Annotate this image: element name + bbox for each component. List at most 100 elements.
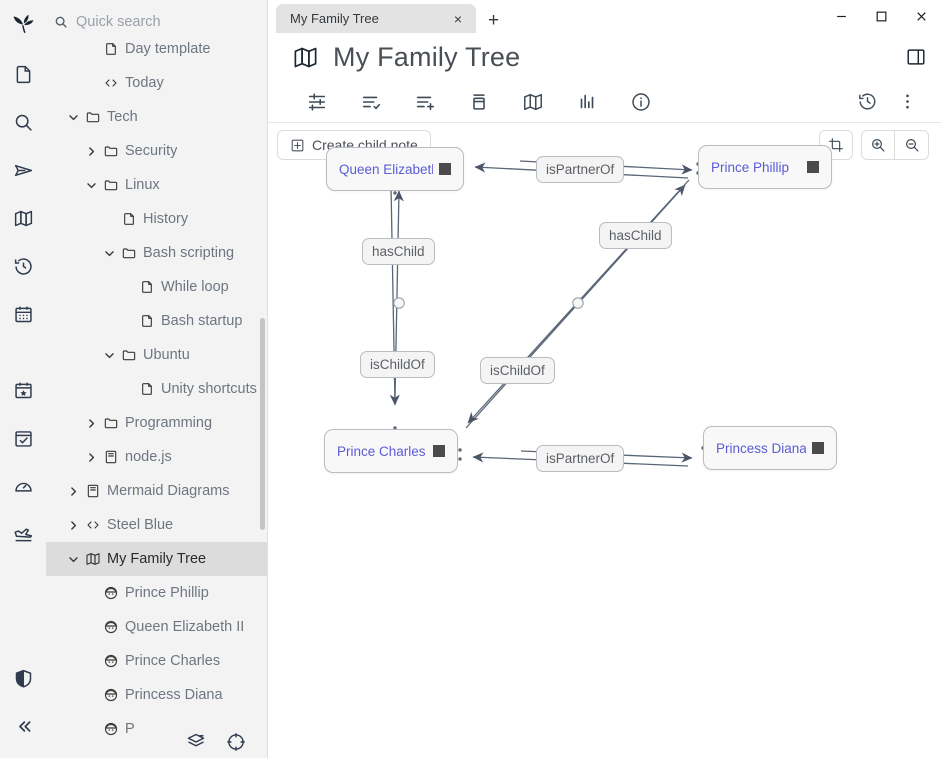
- sidebar-item-unity-shortcuts[interactable]: Unity shortcuts: [46, 372, 267, 406]
- close-icon[interactable]: [901, 0, 941, 33]
- sidebar-item-bash-startup[interactable]: Bash startup: [46, 304, 267, 338]
- person-icon: [100, 687, 122, 703]
- note-check-icon[interactable]: [344, 84, 398, 120]
- node-badge[interactable]: [439, 163, 451, 175]
- sidebar-item-mermaid-diagrams[interactable]: Mermaid Diagrams: [46, 474, 267, 508]
- chevron-down-icon[interactable]: [64, 553, 82, 566]
- archive-icon[interactable]: [452, 84, 506, 120]
- sidebar-item-label: Prince Phillip: [125, 585, 209, 601]
- edge-label[interactable]: isChildOf: [480, 357, 555, 384]
- target-icon[interactable]: [226, 732, 246, 752]
- sidebar-item-security[interactable]: Security: [46, 134, 267, 168]
- tab-bar: My Family Tree × +: [268, 0, 941, 33]
- sidebar-scrollbar[interactable]: [260, 318, 265, 530]
- gauge-icon[interactable]: [3, 462, 43, 510]
- sidebar-item-prince-charles[interactable]: Prince Charles: [46, 644, 267, 678]
- zoom-in-icon[interactable]: [861, 130, 895, 160]
- map-icon[interactable]: [506, 84, 560, 120]
- quick-search[interactable]: Quick search: [46, 0, 267, 44]
- sidebar-item-day-template[interactable]: Day template: [46, 32, 267, 66]
- node-badge[interactable]: [807, 161, 819, 173]
- edge-label[interactable]: isPartnerOf: [536, 156, 625, 183]
- note-icon: [136, 381, 158, 397]
- person-icon: [100, 653, 122, 669]
- sidebar-item-node-js[interactable]: node.js: [46, 440, 267, 474]
- page-title[interactable]: My Family Tree: [333, 41, 521, 72]
- note-icon[interactable]: [3, 50, 43, 98]
- maximize-icon[interactable]: [861, 0, 901, 33]
- map-icon[interactable]: [3, 194, 43, 242]
- graph-node-pd[interactable]: Princess Diana: [703, 426, 837, 470]
- edge-label[interactable]: isChildOf: [360, 351, 435, 378]
- chevron-right-icon[interactable]: [64, 519, 82, 532]
- sidebar-item-prince-phillip[interactable]: Prince Phillip: [46, 576, 267, 610]
- right-panel-icon[interactable]: [905, 46, 927, 68]
- tab-close-icon[interactable]: ×: [453, 10, 462, 27]
- collapse-icon[interactable]: [3, 702, 43, 750]
- settings-sliders-icon[interactable]: [290, 84, 344, 120]
- sidebar-item-steel-blue[interactable]: Steel Blue: [46, 508, 267, 542]
- calendar-star-icon[interactable]: [3, 366, 43, 414]
- tab-my-family-tree[interactable]: My Family Tree ×: [276, 4, 476, 33]
- chevron-down-icon[interactable]: [100, 349, 118, 362]
- chevron-right-icon[interactable]: [82, 417, 100, 430]
- sidebar-item-while-loop[interactable]: While loop: [46, 270, 267, 304]
- search-icon[interactable]: [3, 98, 43, 146]
- sidebar-item-princess-diana[interactable]: Princess Diana: [46, 678, 267, 712]
- sidebar-item-linux[interactable]: Linux: [46, 168, 267, 202]
- chevron-right-icon[interactable]: [82, 145, 100, 158]
- sidebar-item-ubuntu[interactable]: Ubuntu: [46, 338, 267, 372]
- send-icon[interactable]: [3, 146, 43, 194]
- info-icon[interactable]: [614, 84, 668, 120]
- task-icon[interactable]: [3, 414, 43, 462]
- edge-handle: [572, 297, 584, 309]
- sidebar-item-queen-elizabeth-ii[interactable]: Queen Elizabeth II: [46, 610, 267, 644]
- edge-label[interactable]: hasChild: [599, 222, 672, 249]
- chevron-down-icon[interactable]: [100, 247, 118, 260]
- new-tab-icon[interactable]: +: [488, 10, 500, 31]
- sidebar-item-label: Steel Blue: [107, 517, 174, 533]
- sidebar-item-programming[interactable]: Programming: [46, 406, 267, 440]
- graph-node-pp[interactable]: Prince Phillip: [698, 145, 832, 189]
- chevron-right-icon[interactable]: [82, 451, 100, 464]
- more-vertical-icon[interactable]: [887, 84, 927, 120]
- sidebar-item-p[interactable]: P: [46, 712, 267, 746]
- chevron-down-icon[interactable]: [82, 179, 100, 192]
- note-add-icon[interactable]: [398, 84, 452, 120]
- sidebar-item-history[interactable]: History: [46, 202, 267, 236]
- sidebar-item-label: Bash scripting: [143, 245, 235, 261]
- graph-node-pc[interactable]: Prince Charles: [324, 429, 458, 473]
- chevron-right-icon[interactable]: [64, 485, 82, 498]
- sidebar-item-today[interactable]: Today: [46, 66, 267, 100]
- sidebar-item-tech[interactable]: Tech: [46, 100, 267, 134]
- diagram-canvas[interactable]: Create child note: [268, 123, 941, 758]
- person-icon: [100, 619, 122, 635]
- node-badge[interactable]: [433, 445, 445, 457]
- calendar-icon[interactable]: [3, 290, 43, 338]
- search-input[interactable]: Quick search: [76, 14, 161, 30]
- note-icon: [100, 41, 122, 57]
- chevron-down-icon[interactable]: [64, 111, 82, 124]
- layers-icon[interactable]: [186, 732, 206, 752]
- sidebar-item-label: Prince Charles: [125, 653, 221, 669]
- node-badge[interactable]: [812, 442, 824, 454]
- edge-label[interactable]: hasChild: [362, 238, 435, 265]
- graph-node-label: Queen Elizabeth II: [339, 161, 433, 177]
- graph-node-qe[interactable]: Queen Elizabeth II: [326, 147, 464, 191]
- shield-icon[interactable]: [3, 654, 43, 702]
- history-icon[interactable]: [3, 242, 43, 290]
- chart-icon[interactable]: [560, 84, 614, 120]
- sidebar-item-my-family-tree[interactable]: My Family Tree: [46, 542, 267, 576]
- window-controls: [821, 0, 941, 33]
- plane-icon[interactable]: [3, 510, 43, 558]
- sidebar-item-bash-scripting[interactable]: Bash scripting: [46, 236, 267, 270]
- folder-icon: [100, 415, 122, 431]
- note-icon: [136, 279, 158, 295]
- edge-label[interactable]: isPartnerOf: [536, 445, 625, 472]
- minimize-icon[interactable]: [821, 0, 861, 33]
- zoom-out-icon[interactable]: [895, 130, 929, 160]
- history-icon[interactable]: [847, 84, 887, 120]
- icon-rail: [0, 0, 46, 758]
